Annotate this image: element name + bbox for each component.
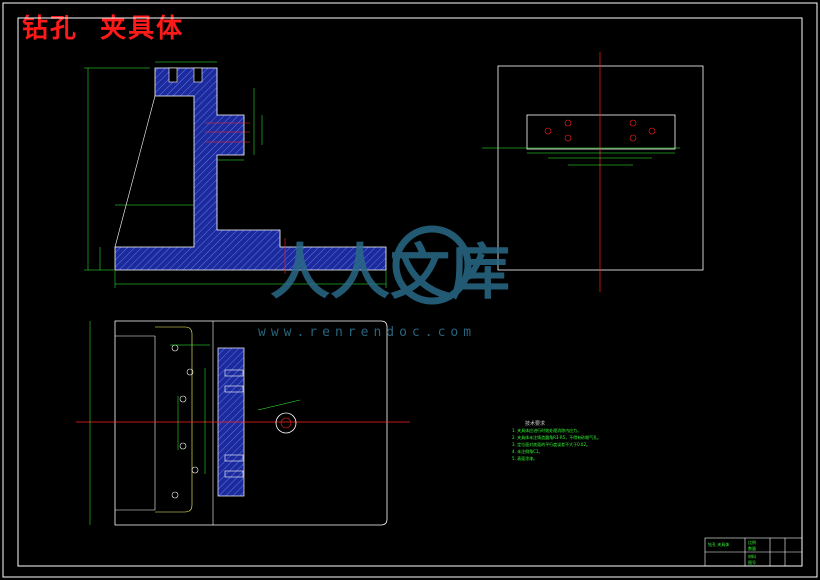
section-body (114, 67, 387, 271)
title-block-row: 材料 (748, 554, 756, 559)
title-block-name: 钻孔 夹具体 (708, 542, 730, 547)
watermark-logo-text: 人人文库 (270, 238, 510, 308)
drawing-title: 钻孔 夹具体 (22, 14, 185, 44)
requirement-line: 4. 未注倒角C1。 (512, 449, 543, 454)
title-block-row: 比例 (748, 540, 756, 545)
inner-border (17, 17, 803, 567)
watermark-url: www.renrendoc.com (258, 325, 477, 340)
title-block (704, 537, 803, 567)
title-block-row: 图号 (748, 560, 756, 565)
requirement-line: 3. 定位面对底面的平行度误差不大于0.02。 (512, 442, 590, 447)
side-view (482, 52, 704, 292)
top-bore-right (193, 67, 203, 83)
plan-view (76, 320, 410, 526)
top-bore-left (168, 67, 178, 83)
main-section-view (84, 61, 387, 288)
requirements-heading: 技术要求 (525, 421, 546, 427)
watermark-logo: 人人文库 (270, 225, 510, 308)
requirement-line: 1. 夹具体应进行时效处理消除内应力。 (512, 428, 582, 433)
requirement-line: 2. 夹具体未注铸造圆角R3-R5，不得有砂眼气孔。 (512, 435, 602, 440)
title-block-row: 数量 (748, 546, 756, 551)
requirement-line: 5. 表面涂漆。 (512, 456, 538, 461)
